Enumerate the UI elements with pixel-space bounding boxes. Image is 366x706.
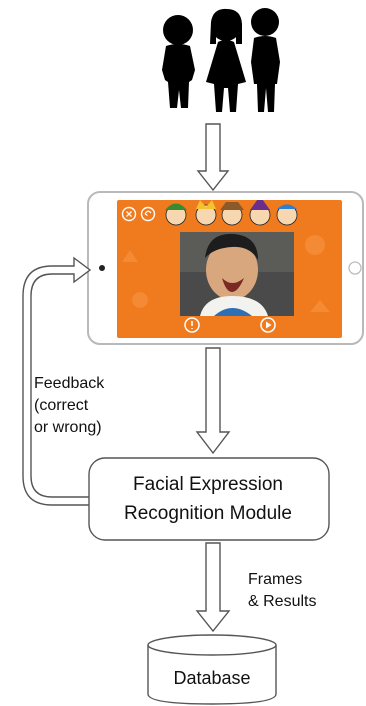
child-silhouette-middle xyxy=(206,8,246,112)
database-cylinder xyxy=(147,634,277,705)
cartoon-characters xyxy=(165,200,298,226)
tablet-camera-dot xyxy=(99,265,105,271)
feedback-loop-arrow xyxy=(22,256,93,506)
recognition-module-box xyxy=(88,457,330,541)
feedback-label: Feedback (correct or wrong) xyxy=(34,375,105,436)
tablet-screen xyxy=(117,200,342,338)
child-silhouette-right xyxy=(251,8,280,112)
tablet-device xyxy=(87,191,364,345)
child-silhouette-left xyxy=(162,15,195,108)
child-face-photo xyxy=(180,232,294,316)
arrow-users-to-tablet xyxy=(196,123,230,192)
info-icon[interactable] xyxy=(184,317,200,333)
recognition-module-label: Facial Expression Recognition Module xyxy=(124,474,292,524)
back-icon[interactable] xyxy=(140,206,156,222)
arrow-tablet-to-module xyxy=(195,347,231,455)
screen-buttons xyxy=(121,206,276,333)
close-icon[interactable] xyxy=(121,206,137,222)
frames-results-label: Frames & Results xyxy=(248,571,317,610)
play-icon[interactable] xyxy=(260,317,276,333)
database-label: Database xyxy=(173,668,251,688)
tablet-home-button xyxy=(348,261,362,275)
children-silhouettes-icon xyxy=(162,8,280,112)
arrow-module-to-database xyxy=(195,542,231,633)
